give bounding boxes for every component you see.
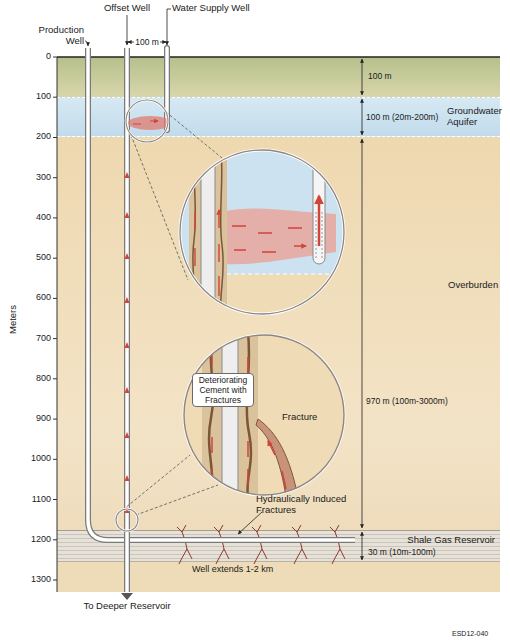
leader-lines [85, 9, 262, 534]
callout-text: Fracture [282, 411, 332, 422]
dimension-label: 30 m (10m-100m) [368, 547, 458, 558]
dimension-label: 100 m (20m-200m) [366, 112, 446, 123]
layer-name: Shale Gas Reservoir [387, 534, 495, 545]
callout-label: Hydraulically Induced Fractures [256, 493, 358, 515]
axis-tick-label: 1000 [16, 453, 51, 464]
overburden-band: Overburden Deteriorating Cement with Fra… [57, 137, 500, 530]
aquifer-magnifier-small [126, 100, 172, 142]
axis-tick-label: 500 [16, 252, 51, 263]
well-label: To Deeper Reservoir [67, 600, 187, 611]
water-supply-well-pipe [167, 48, 168, 130]
axis-tick-label: 200 [16, 131, 51, 142]
layer-name: Overburden [448, 279, 503, 290]
well-label: Production Well [28, 24, 84, 46]
well-label: Water Supply Well [172, 2, 292, 13]
axis-tick-label: 1100 [16, 494, 51, 505]
axis-ticks [53, 57, 57, 580]
topsoil-layer [57, 57, 500, 97]
axis-tick-label: 700 [16, 333, 51, 344]
deeper-arrow [121, 593, 133, 600]
axis-tick-label: 1300 [16, 574, 51, 585]
hydraulic-fractures [177, 525, 345, 564]
magnifier-leaders [119, 112, 222, 515]
dimension-label: 100 m [132, 37, 162, 48]
dimension-arrows [362, 59, 363, 560]
axis-tick-label: 900 [16, 413, 51, 424]
axis-tick-label: 0 [16, 51, 51, 62]
figure-id: ESD12-040 [452, 628, 508, 639]
axis-tick-label: 300 [16, 172, 51, 183]
magnifier-circle: Deteriorating Cement with FracturesFract… [182, 333, 346, 497]
axis-tick-label: 100 [16, 91, 51, 102]
deep-rock-layer [57, 562, 500, 592]
ground-surface [57, 56, 500, 57]
dimension-label: 100 m [368, 71, 428, 82]
well-magnifier-small [116, 509, 138, 531]
note-label: Well extends 1-2 km [192, 564, 312, 575]
axis-tick-label: 1200 [16, 534, 51, 545]
depth-axis [57, 57, 58, 592]
gas-migration-arrows [125, 172, 130, 513]
axis-tick-label: 800 [16, 373, 51, 384]
well-label: Offset Well [92, 2, 162, 13]
reservoir-band: Shale Gas Reservoir [57, 530, 500, 562]
offset-well-pipe [127, 48, 128, 592]
callout-text: Deteriorating Cement with Fractures [192, 373, 254, 407]
aquifer-magnifier-large [178, 148, 346, 316]
production-well-pipe [88, 48, 355, 540]
axis-title: Meters [7, 300, 18, 340]
layer-name: Groundwater Aquifer [447, 105, 507, 127]
dimension-label: 970 m (100m-3000m) [366, 396, 456, 407]
cement-magnifier-art [182, 333, 346, 497]
axis-tick-label: 600 [16, 292, 51, 303]
axis-tick-label: 400 [16, 212, 51, 223]
